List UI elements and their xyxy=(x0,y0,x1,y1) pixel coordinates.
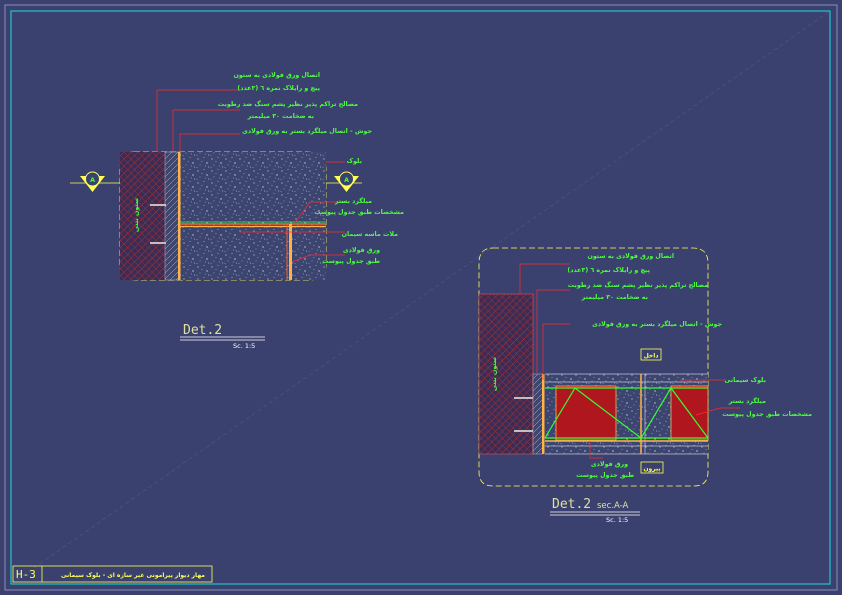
section-label-3: مصالح تراکم پذیر نظیر پشم سنگ ضد رطوبت xyxy=(568,281,708,289)
section-label-5: جوش - اتصال میلگرد بستر به ورق فولادی xyxy=(592,320,722,328)
plan-label-3: مصالح تراکم پذیر نظیر پشم سنگ ضد رطوبت xyxy=(218,100,358,108)
section-bed-rebar xyxy=(544,386,709,439)
section-leaders xyxy=(519,263,740,459)
sheet-code: H-3 xyxy=(16,568,36,581)
section-insulation xyxy=(532,373,544,455)
section-label-9: ورق فولادی xyxy=(591,461,628,468)
plan-insulation xyxy=(164,151,180,281)
plan-leaders xyxy=(156,89,345,263)
section-inside-box xyxy=(640,348,662,361)
plan-label-6: بلوک xyxy=(347,157,362,165)
plan-scale: Sc. 1:5 xyxy=(233,342,255,350)
section-marker-right-label: A xyxy=(344,177,349,184)
section-outside-label: بیرون xyxy=(643,466,660,473)
section-label-2: پیچ و رایلاک نمره ٦ (٣عدد) xyxy=(567,266,650,274)
section-label-10: طبق جدول پیوست xyxy=(576,472,634,479)
section-column-label: ستون بتنی xyxy=(491,357,498,391)
plan-label-10: ورق فولادی xyxy=(343,247,380,254)
plan-steel-plate xyxy=(178,152,181,280)
section-scale: Sc. 1:5 xyxy=(606,516,628,524)
plan-title: Det.2 xyxy=(183,323,222,338)
section-inside-label: داخل xyxy=(644,353,659,360)
section-label-1: اتصال ورق فولادی به ستون xyxy=(587,253,674,260)
plan-label-1: اتصال ورق فولادی به ستون xyxy=(233,72,320,79)
section-label-7: میلگرد بستر xyxy=(728,397,766,405)
sheet-title: مهار دیوار پیرامونی غیر سازه ای - بلوک س… xyxy=(61,571,205,579)
section-marker-left xyxy=(70,171,120,192)
sheet-outer-border xyxy=(4,4,838,591)
plan-label-11: طبق جدول پیوست xyxy=(322,258,380,265)
sheet-diagonal xyxy=(10,10,831,585)
section-subtitle: sec.A-A xyxy=(597,501,629,511)
section-outside-box xyxy=(640,461,664,474)
detail-section: ستون بتنی داخل بیرون اتصال ورق فولادی به… xyxy=(478,247,812,524)
plan-column-label: ستون بتنی xyxy=(133,198,140,232)
section-label-6: بلوک سیمانی xyxy=(724,376,766,384)
section-void-1 xyxy=(555,385,617,441)
plan-label-8: مشخصات طبق جدول پیوست xyxy=(314,209,404,216)
plan-block xyxy=(179,152,326,280)
title-block: H-3 مهار دیوار پیرامونی غیر سازه ای - بل… xyxy=(12,565,213,583)
plan-label-9: ملات ماسه سیمان xyxy=(342,231,398,238)
plan-label-4: به ضخامت ٣٠ میلیمتر xyxy=(247,113,314,120)
plan-label-5: جوش - اتصال میلگرد بستر به ورق فولادی xyxy=(242,127,372,135)
section-label-8: مشخصات طبق جدول پیوست xyxy=(722,411,812,418)
section-marker-right xyxy=(326,171,362,192)
plan-label-7: میلگرد بستر xyxy=(334,197,372,205)
section-outline xyxy=(478,247,709,487)
section-steel-plate xyxy=(542,374,545,454)
plan-label-2: پیچ و رایلاک نمره ٦ (٣عدد) xyxy=(237,84,320,92)
sheet-inner-border xyxy=(10,10,831,585)
detail-plan: A A ستون بتنی اتصال ورق فولادی به ستون پ… xyxy=(70,72,404,350)
section-marker-left-label: A xyxy=(90,177,95,184)
section-title: Det.2 xyxy=(552,497,591,512)
plan-steel-angle xyxy=(289,224,292,280)
section-label-4: به ضخامت ٣٠ میلیمتر xyxy=(581,294,648,301)
